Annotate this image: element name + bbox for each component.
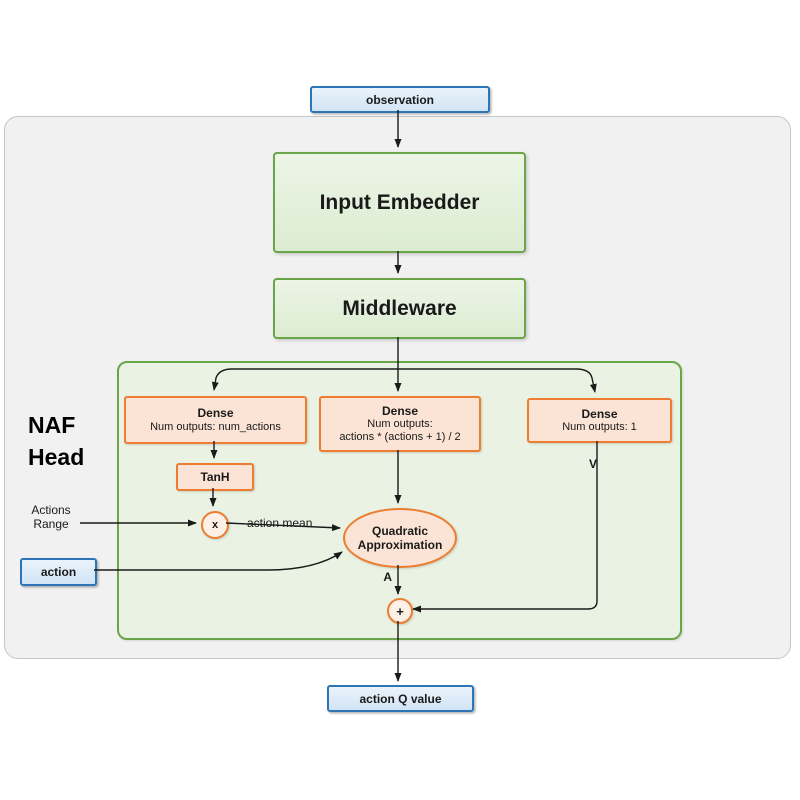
tanh-label: TanH xyxy=(200,469,230,484)
plus-op-node: + xyxy=(387,598,413,624)
naf-head-label-line2: Head xyxy=(28,443,85,470)
middleware-label: Middleware xyxy=(342,296,457,320)
input-embedder-label: Input Embedder xyxy=(319,190,480,214)
dense-quadratic-outputs-line1: Num outputs: xyxy=(367,418,433,430)
action-q-value-label: action Q value xyxy=(359,691,442,706)
quadratic-approximation-line2: Approximation xyxy=(357,538,443,552)
dense-quadratic-outputs-line2: actions * (actions + 1) / 2 xyxy=(339,431,461,444)
naf-head-label: NAF Head xyxy=(28,410,108,473)
quadratic-approximation-line1: Quadratic xyxy=(371,523,428,538)
action-q-value-node: action Q value xyxy=(327,685,474,712)
advantage-label: A xyxy=(383,570,392,584)
state-value-label: V xyxy=(586,457,601,472)
quadratic-approximation-node: Quadratic Approximation xyxy=(343,508,457,568)
tanh-node: TanH xyxy=(176,463,254,491)
dense-actions-node: Dense Num outputs: num_actions xyxy=(124,396,307,444)
observation-label: observation xyxy=(365,92,434,107)
multiply-op-node: x xyxy=(201,511,229,539)
dense-value-title: Dense xyxy=(581,406,618,421)
dense-value-outputs: Num outputs: 1 xyxy=(562,421,637,434)
actions-range-line2: Range xyxy=(33,517,69,532)
naf-head-label-line1: NAF xyxy=(28,412,76,438)
dense-actions-title: Dense xyxy=(197,406,234,421)
middleware-node: Middleware xyxy=(273,278,526,339)
action-mean-label: action mean xyxy=(244,516,316,531)
action-node: action xyxy=(20,558,97,586)
action-label: action xyxy=(40,565,77,579)
dense-quadratic-title: Dense xyxy=(381,403,419,418)
dense-value-node: Dense Num outputs: 1 xyxy=(527,398,672,443)
observation-node: observation xyxy=(310,86,490,113)
multiply-op-label: x xyxy=(211,519,219,531)
actions-range-label: Actions Range xyxy=(18,503,84,531)
input-embedder-node: Input Embedder xyxy=(273,152,526,253)
plus-op-label: + xyxy=(396,603,404,619)
dense-actions-outputs: Num outputs: num_actions xyxy=(150,420,281,433)
actions-range-line1: Actions xyxy=(31,503,71,517)
dense-quadratic-node: Dense Num outputs: actions * (actions + … xyxy=(319,396,481,452)
